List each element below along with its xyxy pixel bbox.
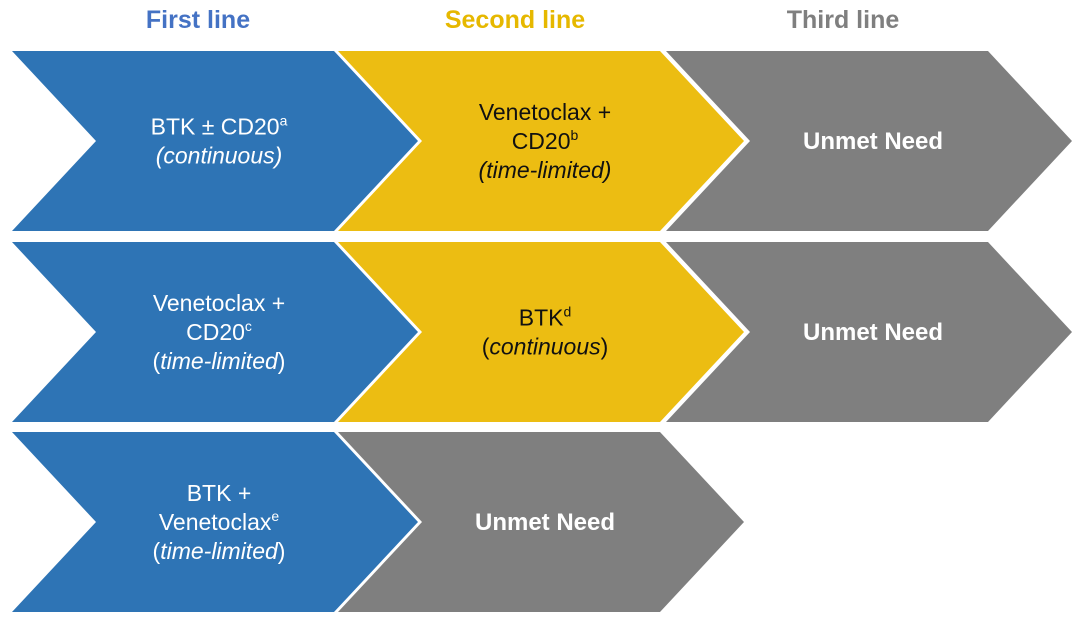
- chevron-row2-step1: Venetoclax +CD20c (time-limited): [12, 242, 418, 422]
- chevron-shape: [338, 432, 744, 612]
- chevron-shape: [338, 51, 744, 231]
- chevron-text-line: CD20c: [186, 318, 252, 345]
- chevron-shape: [666, 51, 1072, 231]
- chevron-text-line: (time-limited): [153, 538, 286, 564]
- chevron-row2-step3: Unmet Need: [666, 242, 1072, 422]
- chevron-shape: [666, 242, 1072, 422]
- chevron-row3-step1: BTK +Venetoclaxe (time-limited): [12, 432, 418, 612]
- chevron-row1-step1: BTK ± CD20a (continuous): [12, 51, 418, 231]
- chevron-text-line: BTK ± CD20a: [151, 113, 288, 140]
- chevron-text-line: BTKd: [519, 304, 572, 331]
- chevron-shape: [12, 242, 418, 422]
- chevron-shape: [12, 432, 418, 612]
- chevron-row1-step3: Unmet Need: [666, 51, 1072, 231]
- chevron-text-line: Unmet Need: [475, 509, 615, 536]
- header-first-line: First line: [145, 6, 251, 34]
- chevron-text-line: Unmet Need: [803, 319, 943, 346]
- chevron-text-line: (time-limited): [153, 348, 286, 374]
- chevron-text-line: Venetoclaxe: [159, 508, 280, 535]
- chevron-row2-step2: BTKd (continuous): [338, 242, 744, 422]
- chevron-text-line: (continuous): [156, 143, 283, 169]
- chevron-row1-step2: Venetoclax +CD20b (time-limited): [338, 51, 744, 231]
- chevron-row3-step2: Unmet Need: [338, 432, 744, 612]
- chevron-text-line: CD20b: [512, 127, 579, 154]
- chevron-text-line: Unmet Need: [803, 128, 943, 155]
- chevron-shape: [338, 242, 744, 422]
- header-third-line: Third line: [786, 6, 900, 34]
- chevron-text-line: Venetoclax +: [153, 290, 285, 316]
- chevron-shape: [12, 51, 418, 231]
- chevron-text-line: (time-limited): [479, 157, 612, 183]
- chevron-text-line: Venetoclax +: [479, 99, 611, 125]
- header-second-line: Second line: [444, 6, 586, 34]
- chevron-text-line: (continuous): [482, 334, 609, 360]
- chevron-text-line: BTK +: [187, 480, 252, 506]
